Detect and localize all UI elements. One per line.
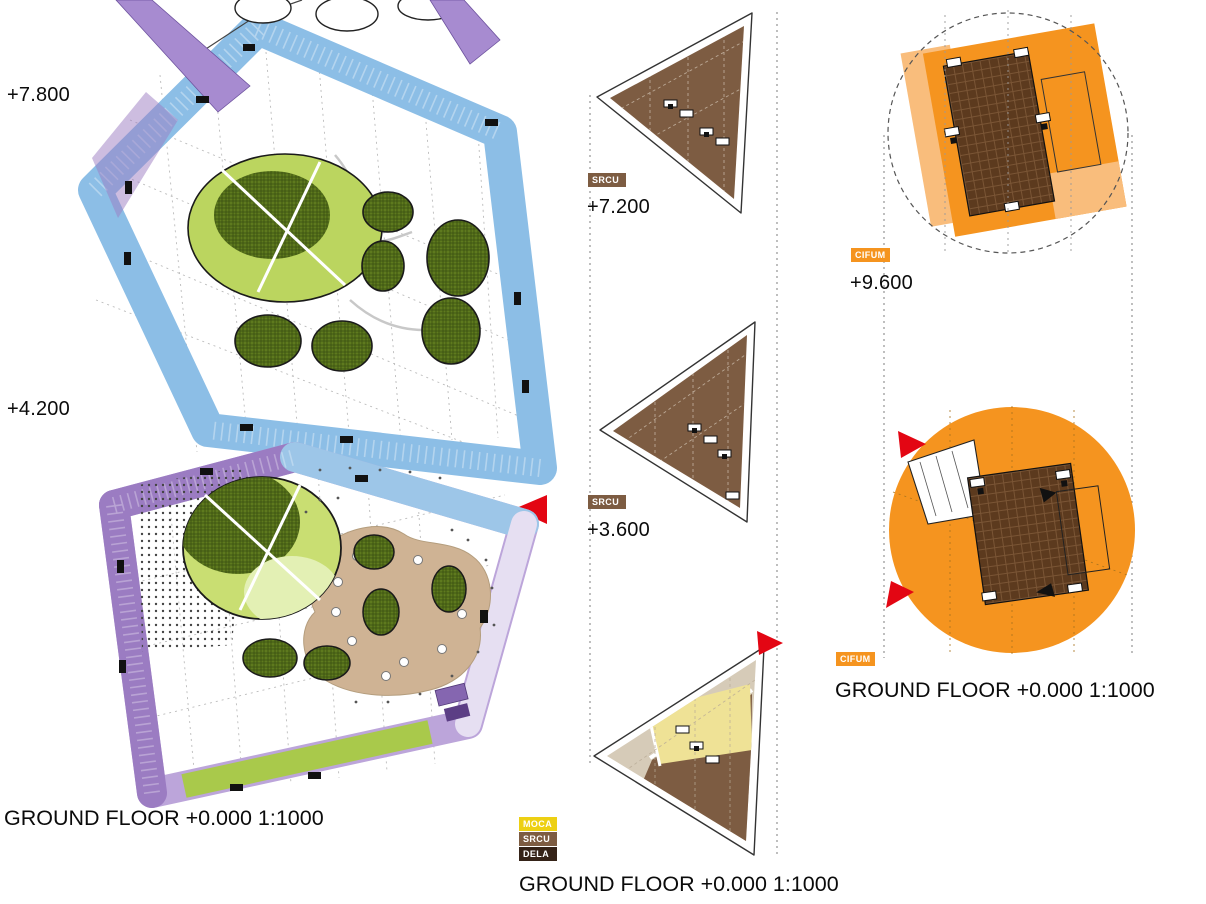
plan-right-ground-floor	[886, 406, 1135, 655]
purple-band-top-left	[115, 0, 251, 113]
badge-srcu-middle: SRCU	[588, 495, 626, 509]
badge-srcu-upper: SRCU	[588, 173, 626, 187]
auditorium-core	[966, 462, 1090, 606]
badge-cifum-ground: CIFUM	[836, 652, 875, 666]
plan-right-upper-floor	[887, 10, 1129, 256]
badge-cifum-upper: CIFUM	[851, 248, 890, 262]
tree-canopies-ground	[242, 534, 467, 681]
purple-service-blocks	[434, 682, 471, 722]
plan-mid-middle-floor	[599, 321, 756, 523]
caption-right-ground-floor: GROUND FLOOR +0.000 1:1000	[835, 678, 1155, 702]
plan-left-upper-floor	[78, 0, 557, 524]
core-details	[663, 99, 730, 146]
tree-canopies-upper	[187, 153, 490, 372]
core-details	[969, 469, 1084, 602]
flow-arrow	[1039, 487, 1057, 503]
view-marker-red	[514, 495, 547, 524]
band-blue-top	[280, 442, 539, 539]
badge-srcu-ground: SRCU	[519, 832, 557, 846]
band-purple-west	[99, 490, 167, 808]
core-details	[675, 725, 720, 764]
level-label-left-upper: +7.800	[7, 84, 70, 106]
plan-left-ground-floor	[99, 442, 539, 808]
level-label-left-lower: +4.200	[7, 398, 70, 420]
flow-arrow	[1036, 583, 1056, 597]
purple-band-top-right	[429, 0, 501, 65]
band-east-light	[455, 511, 537, 737]
level-label-mid-middle: +3.600	[587, 519, 650, 541]
furniture-dots	[304, 466, 496, 704]
plan-mid-ground-floor	[593, 631, 783, 856]
caption-left-ground-floor: GROUND FLOOR +0.000 1:1000	[4, 806, 324, 830]
badge-moca: MOCA	[519, 817, 557, 831]
door-core-marks	[124, 44, 529, 443]
band-green-strip	[181, 720, 433, 798]
purple-band-overlay	[92, 92, 178, 218]
core-details	[943, 46, 1052, 213]
view-marker-red	[898, 431, 926, 458]
site-grid-lines	[589, 12, 1133, 858]
view-marker-red	[886, 581, 914, 608]
level-label-mid-upper: +7.200	[587, 196, 650, 218]
door-core-marks	[117, 468, 488, 791]
view-marker-red	[757, 631, 783, 655]
badge-dela: DELA	[519, 847, 557, 861]
site-boundary-dashed	[887, 12, 1129, 254]
caption-mid-ground-floor: GROUND FLOOR +0.000 1:1000	[519, 872, 839, 896]
level-label-right-upper: +9.600	[850, 272, 913, 294]
